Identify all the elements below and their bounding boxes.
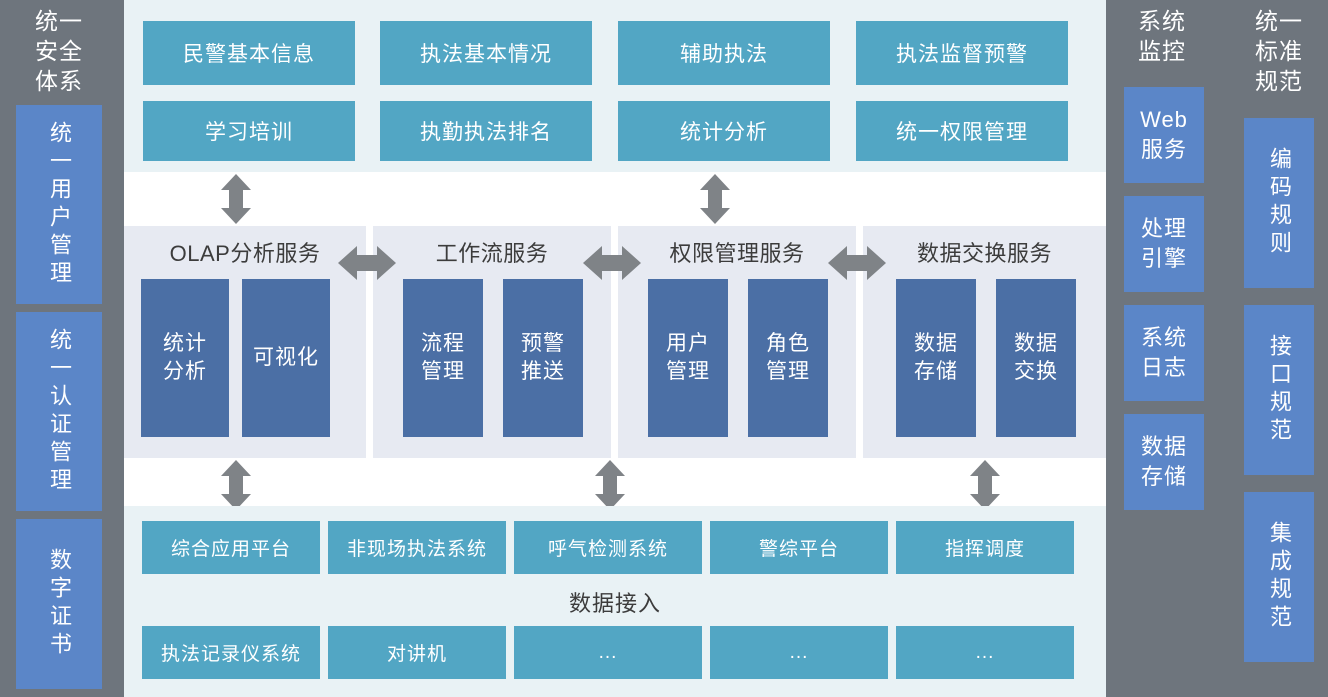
data-tile-police-comprehensive-platform[interactable]: 警综平台 — [710, 521, 888, 574]
left-sidebar-item-unified-auth-mgmt[interactable]: 统一认证管理 — [16, 312, 102, 511]
left-sidebar-title: 统一 安全 体系 — [35, 8, 83, 94]
service-panel-permission-title: 权限管理服务 — [669, 241, 805, 266]
app-tile-police-basic-info[interactable]: 民警基本信息 — [143, 21, 355, 85]
service-tile-statistical-analysis[interactable]: 统计 分析 — [141, 279, 229, 437]
service-panel-data-exchange: 数据交换服务 数据 存储 数据 交换 — [863, 226, 1106, 458]
service-panel-workflow-title: 工作流服务 — [435, 241, 549, 266]
data-tile-law-recorder-system[interactable]: 执法记录仪系统 — [142, 626, 320, 679]
application-layer-panel: 民警基本信息 执法基本情况 辅助执法 执法监督预警 学习培训 执勤执法排名 统计… — [124, 0, 1106, 172]
monitor-item-data-storage[interactable]: 数据 存储 — [1124, 414, 1204, 510]
data-tile-command-dispatch[interactable]: 指挥调度 — [896, 521, 1074, 574]
standard-item-integration-spec[interactable]: 集成规范 — [1244, 492, 1314, 662]
service-panel-permission: 权限管理服务 用户 管理 角色 管理 — [618, 226, 856, 458]
standard-sidebar: 统一 标准 规范 编码规则 接口规范 集成规范 — [1230, 0, 1328, 697]
arrow-app-to-olap — [221, 174, 251, 224]
service-tile-data-storage[interactable]: 数据 存储 — [896, 279, 976, 437]
app-tile-statistical-analysis[interactable]: 统计分析 — [618, 101, 830, 161]
service-tile-user-mgmt[interactable]: 用户 管理 — [648, 279, 728, 437]
service-tile-alert-push[interactable]: 预警 推送 — [503, 279, 583, 437]
arrow-olap-workflow — [338, 246, 396, 280]
standard-sidebar-title: 统一 标准 规范 — [1255, 8, 1303, 94]
monitor-sidebar: 系统 监控 Web 服务 处理 引擎 系统 日志 数据 存储 — [1114, 0, 1210, 697]
app-tile-enforcement-basics[interactable]: 执法基本情况 — [380, 21, 592, 85]
arrow-workflow-permission — [583, 246, 641, 280]
data-tile-more-2[interactable]: ... — [710, 626, 888, 679]
left-sidebar-item-digital-certificate[interactable]: 数字证书 — [16, 519, 102, 689]
app-tile-learning-training[interactable]: 学习培训 — [143, 101, 355, 161]
service-panel-data-exchange-title: 数据交换服务 — [916, 241, 1052, 266]
standard-item-coding-rules[interactable]: 编码规则 — [1244, 118, 1314, 288]
monitor-item-web-service[interactable]: Web 服务 — [1124, 87, 1204, 183]
data-tile-more-3[interactable]: ... — [896, 626, 1074, 679]
arrow-olap-to-data — [221, 460, 251, 510]
data-tile-walkie-talkie[interactable]: 对讲机 — [328, 626, 506, 679]
service-tile-process-mgmt[interactable]: 流程 管理 — [403, 279, 483, 437]
left-sidebar-item-unified-user-mgmt[interactable]: 统一用户管理 — [16, 105, 102, 304]
service-panel-workflow: 工作流服务 流程 管理 预警 推送 — [373, 226, 611, 458]
standard-item-interface-spec[interactable]: 接口规范 — [1244, 305, 1314, 475]
data-access-label: 数据接入 — [568, 591, 661, 616]
data-tile-integrated-app-platform[interactable]: 综合应用平台 — [142, 521, 320, 574]
monitor-item-processing-engine[interactable]: 处理 引擎 — [1124, 196, 1204, 292]
app-tile-enforcement-supervision-alert[interactable]: 执法监督预警 — [856, 21, 1068, 85]
monitor-sidebar-title: 系统 监控 — [1138, 8, 1186, 64]
arrow-app-to-permission — [700, 174, 730, 224]
data-tile-more-1[interactable]: ... — [514, 626, 702, 679]
service-panel-olap-title: OLAP分析服务 — [169, 241, 321, 266]
left-sidebar-security-system: 统一 安全 体系 统一用户管理 统一认证管理 数字证书 — [0, 0, 118, 697]
arrow-permission-data-exchange — [828, 246, 886, 280]
main-board: 民警基本信息 执法基本情况 辅助执法 执法监督预警 学习培训 执勤执法排名 统计… — [124, 0, 1106, 697]
monitor-item-system-log[interactable]: 系统 日志 — [1124, 305, 1204, 401]
arrow-workflow-to-data — [595, 460, 625, 510]
service-tile-data-exchange[interactable]: 数据 交换 — [996, 279, 1076, 437]
arrow-data-exchange-to-data — [970, 460, 1000, 510]
app-tile-duty-enforcement-ranking[interactable]: 执勤执法排名 — [380, 101, 592, 161]
service-panel-olap: OLAP分析服务 统计 分析 可视化 — [124, 226, 366, 458]
data-tile-offsite-enforcement-system[interactable]: 非现场执法系统 — [328, 521, 506, 574]
data-access-layer-panel: 综合应用平台 非现场执法系统 呼气检测系统 警综平台 指挥调度 数据接入 执法记… — [124, 506, 1106, 697]
app-tile-unified-permission-mgmt[interactable]: 统一权限管理 — [856, 101, 1068, 161]
service-tile-visualization[interactable]: 可视化 — [242, 279, 330, 437]
app-tile-assisted-enforcement[interactable]: 辅助执法 — [618, 21, 830, 85]
service-tile-role-mgmt[interactable]: 角色 管理 — [748, 279, 828, 437]
data-tile-breath-test-system[interactable]: 呼气检测系统 — [514, 521, 702, 574]
